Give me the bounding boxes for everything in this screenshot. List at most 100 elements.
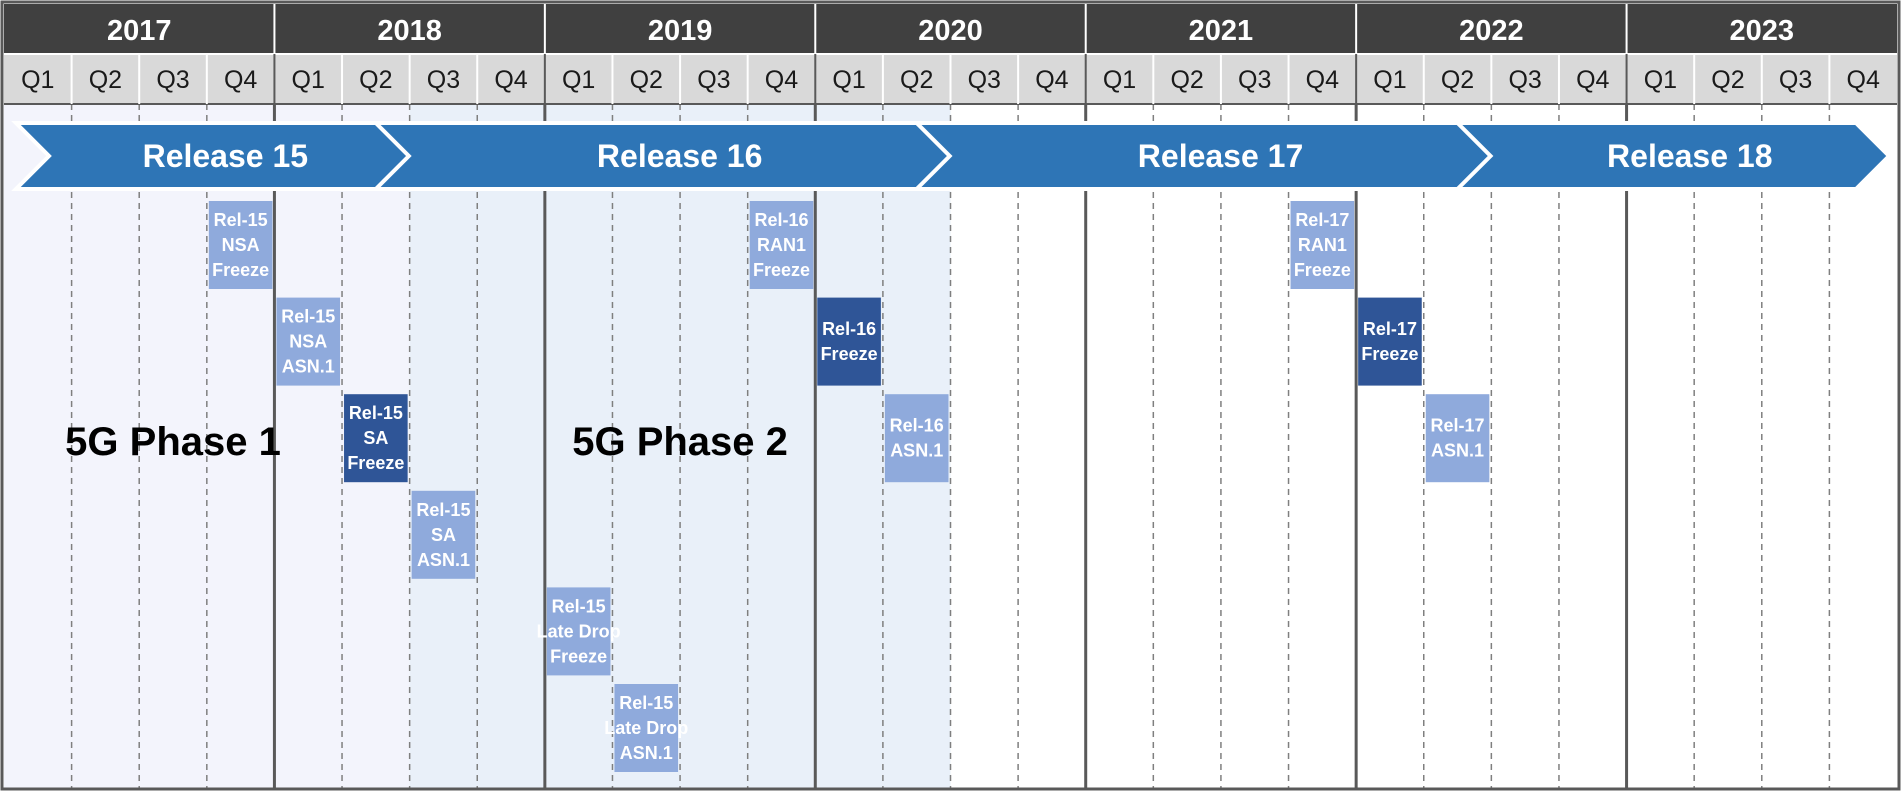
phase-label: 5G Phase 1 (65, 420, 281, 464)
quarter-label: Q3 (156, 66, 189, 94)
quarter-label: Q3 (427, 66, 460, 94)
milestone-background (614, 684, 679, 772)
release-label: Release 18 (1607, 138, 1772, 174)
milestone-label: Rel-15 (619, 693, 673, 713)
release-arrow (1452, 121, 1892, 191)
milestone-label: Freeze (212, 260, 269, 280)
milestone-label: Rel-15 (214, 210, 268, 230)
quarter-label: Q4 (1306, 66, 1339, 94)
milestone-label: Rel-15 (552, 596, 606, 616)
year-label: 2022 (1459, 15, 1524, 47)
milestone-label: Rel-17 (1363, 319, 1417, 339)
milestone-label: RAN1 (1298, 235, 1347, 255)
milestone-label: Late Drop (604, 718, 688, 738)
quarter-label: Q4 (1847, 66, 1880, 94)
quarter-label: Q3 (1508, 66, 1541, 94)
quarter-label: Q4 (494, 66, 527, 94)
quarter-label: Q1 (1644, 66, 1677, 94)
release-label: Release 17 (1138, 138, 1303, 174)
milestone-label: SA (431, 525, 456, 545)
milestone-background (749, 201, 814, 289)
milestone-label: ASN.1 (1431, 441, 1484, 461)
milestone-label: ASN.1 (282, 357, 335, 377)
milestone-label: Rel-17 (1295, 210, 1349, 230)
milestone-background (411, 490, 476, 579)
year-header-bar (4, 4, 1897, 54)
quarter-label: Q2 (1441, 66, 1474, 94)
year-label: 2017 (107, 15, 172, 47)
milestone-background (1425, 394, 1490, 483)
milestone-label: ASN.1 (620, 743, 673, 763)
milestone-label: Rel-15 (416, 500, 470, 520)
quarter-label: Q3 (697, 66, 730, 94)
milestone-label: Rel-16 (822, 319, 876, 339)
milestone-label: Freeze (347, 453, 404, 473)
phase-labels: 5G Phase 1 5G Phase 2 (65, 420, 788, 464)
milestone-background (546, 587, 611, 676)
milestone-label: Rel-17 (1431, 416, 1485, 436)
milestone-background (1290, 201, 1355, 289)
quarter-label: Q4 (1576, 66, 1609, 94)
year-label: 2018 (377, 15, 442, 47)
quarter-label: Q2 (1711, 66, 1744, 94)
year-label: 2021 (1189, 15, 1254, 47)
milestone-label: Freeze (1361, 344, 1418, 364)
quarter-label: Q4 (224, 66, 257, 94)
milestone-label: Late Drop (537, 621, 621, 641)
quarter-label: Q1 (21, 66, 54, 94)
milestone-background (276, 297, 341, 386)
quarter-label: Q1 (1373, 66, 1406, 94)
quarter-label: Q1 (292, 66, 325, 94)
quarter-label: Q4 (1035, 66, 1068, 94)
quarter-label: Q2 (359, 66, 392, 94)
quarter-label: Q1 (832, 66, 865, 94)
milestone-label: Freeze (753, 260, 810, 280)
milestone-label: Freeze (821, 344, 878, 364)
release-label: Release 15 (143, 138, 308, 174)
release-label: Release 16 (597, 138, 762, 174)
milestone-label: Rel-16 (890, 416, 944, 436)
quarter-label: Q4 (765, 66, 798, 94)
milestones: Rel-15NSAFreezeRel-15NSAASN.1Rel-15SAFre… (208, 201, 1490, 772)
milestone-background (1358, 297, 1422, 386)
year-label: 2019 (648, 15, 713, 47)
milestone-label: Rel-15 (349, 403, 403, 423)
milestone-label: Freeze (550, 646, 607, 666)
quarter-label: Q3 (968, 66, 1001, 94)
quarter-grid (70, 104, 1831, 789)
year-label: 2020 (918, 15, 983, 47)
quarter-label: Q2 (630, 66, 663, 94)
milestone-background (344, 394, 408, 483)
milestone-background (817, 297, 881, 386)
milestone-label: Freeze (1294, 260, 1351, 280)
milestone-label: ASN.1 (890, 441, 943, 461)
milestone-label: RAN1 (757, 235, 806, 255)
phase-label: 5G Phase 2 (572, 420, 788, 464)
milestone-label: SA (363, 428, 388, 448)
release-arrows: Release 15 Release 16 Release 17 Release 18 (11, 121, 1892, 191)
year-label: 2023 (1730, 15, 1795, 47)
milestone-background (208, 201, 273, 289)
milestone-label: Rel-15 (281, 307, 335, 327)
quarter-label: Q3 (1779, 66, 1812, 94)
milestone-label: NSA (289, 332, 327, 352)
quarter-label: Q1 (562, 66, 595, 94)
quarter-label: Q3 (1238, 66, 1271, 94)
milestone-label: Rel-16 (754, 210, 808, 230)
quarter-label: Q1 (1103, 66, 1136, 94)
